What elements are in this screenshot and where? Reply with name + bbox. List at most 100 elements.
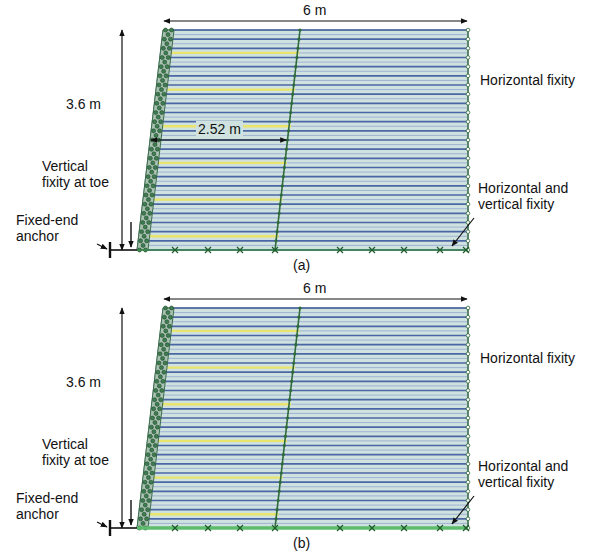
divider-node — [284, 435, 287, 438]
mesh-line — [168, 71, 468, 72]
facing-node — [153, 166, 157, 170]
reinforcement — [157, 440, 287, 442]
divider-node — [283, 444, 286, 447]
facing-node — [153, 398, 157, 402]
base-boundary — [137, 526, 468, 530]
mesh-line — [152, 208, 468, 209]
facing-node — [149, 202, 153, 206]
facing-node — [145, 462, 149, 466]
fixity-mark — [466, 65, 470, 69]
mesh-line — [148, 523, 468, 524]
fixity-mark — [466, 343, 470, 347]
facing-node — [152, 152, 156, 156]
mesh-line — [166, 367, 468, 368]
facing-node — [154, 111, 158, 115]
mesh-line — [161, 413, 468, 414]
reinforcement — [166, 366, 295, 368]
fixity-mark — [205, 525, 211, 531]
reinforcement — [153, 198, 283, 200]
divider-node — [295, 56, 298, 59]
facing-node — [157, 416, 161, 420]
facing-node — [167, 46, 171, 50]
mesh-line — [153, 477, 468, 478]
mesh-line — [167, 84, 469, 86]
reinforcement — [170, 52, 299, 54]
fixity-mark — [466, 389, 470, 393]
facing-node — [158, 375, 162, 379]
mesh-line — [163, 112, 468, 114]
facing-node — [147, 499, 151, 503]
mesh-line — [165, 98, 468, 99]
fixity-mark — [466, 184, 470, 188]
facing-node — [155, 379, 159, 383]
mesh-line — [164, 107, 468, 108]
fixity-mark — [466, 56, 470, 60]
dimension-line — [164, 20, 467, 21]
facing-node — [148, 466, 152, 470]
reinforcement — [153, 476, 283, 478]
fixity-mark — [369, 247, 375, 253]
mesh-line — [172, 316, 468, 318]
mesh-line — [150, 500, 468, 502]
fixity-mark — [466, 480, 470, 484]
facing-node — [148, 156, 152, 160]
mesh-line — [158, 431, 468, 432]
fixity-mark — [466, 129, 470, 133]
facing-node — [156, 92, 160, 96]
reinforcement-layers — [149, 331, 300, 514]
anchor-rod — [110, 527, 137, 529]
fixity-mark — [466, 425, 470, 429]
divider-node — [289, 111, 292, 114]
horizontal-fixity-marks — [466, 28, 470, 252]
facing-node — [142, 234, 146, 238]
mesh-line — [159, 148, 468, 150]
divider-node — [293, 74, 296, 77]
mesh-line — [149, 231, 468, 233]
facing-node — [154, 389, 158, 393]
fixity-mark — [272, 525, 278, 531]
mesh-line — [152, 481, 468, 483]
facing-node — [158, 407, 162, 411]
mesh-line — [154, 472, 469, 474]
facing-node — [166, 334, 170, 338]
anchor-label: Fixed-end anchor — [16, 212, 96, 244]
mesh-line — [169, 66, 468, 68]
facing-node — [156, 370, 160, 374]
fixity-mark — [466, 334, 470, 338]
mesh-line — [155, 185, 468, 187]
mesh-line — [148, 245, 468, 246]
facing-node — [158, 74, 162, 78]
mesh-line — [171, 326, 468, 328]
divider-node — [298, 306, 301, 309]
fixity-mark — [237, 525, 243, 531]
fixity-mark — [466, 92, 470, 96]
boundary-label: Horizontal fixity — [480, 350, 592, 366]
mesh-line — [152, 203, 468, 205]
fixity-mark — [466, 407, 470, 411]
divider-node — [285, 426, 288, 429]
facing-node — [159, 398, 163, 402]
facing-node — [146, 453, 150, 457]
facing-node — [157, 83, 161, 87]
fixity-mark — [466, 102, 470, 106]
horizontal-fixity-marks — [466, 306, 470, 530]
fixity-mark — [466, 175, 470, 179]
divider-node — [294, 65, 297, 68]
facing-node — [165, 343, 169, 347]
divider-node — [296, 47, 299, 50]
facing-node — [161, 46, 165, 50]
divider-node — [282, 175, 285, 178]
facing-node — [151, 439, 155, 443]
mesh-line — [154, 190, 468, 191]
mesh-line — [162, 404, 468, 405]
facing-node — [161, 78, 165, 82]
boundary-label: Horizontal and vertical fixity — [478, 458, 602, 490]
mesh-line — [160, 417, 468, 419]
facing-node — [158, 97, 162, 101]
facing-node — [164, 51, 168, 55]
mesh-line — [169, 62, 468, 63]
facing-node — [161, 379, 165, 383]
facing-node — [147, 166, 151, 170]
mesh-line — [172, 34, 468, 35]
